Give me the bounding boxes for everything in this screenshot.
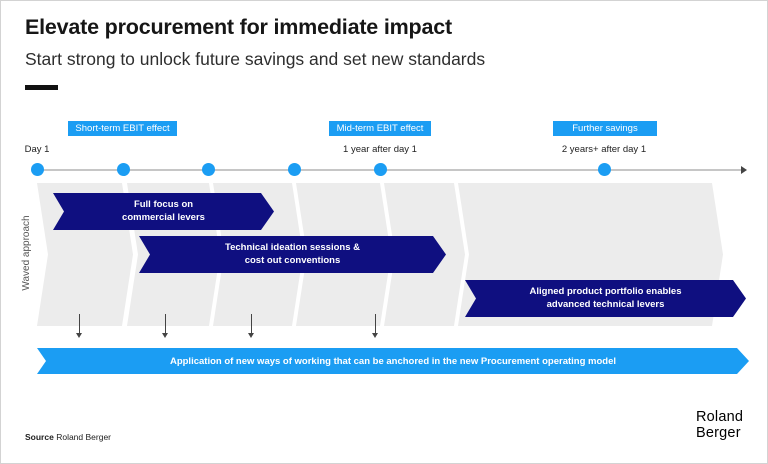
source-label: Source	[25, 432, 54, 442]
down-arrow-icon	[75, 314, 84, 339]
wave-banner-aligned-portfolio: Aligned product portfolio enables advanc…	[465, 280, 746, 317]
wave-banner-technical-ideation: Technical ideation sessions & cost out c…	[139, 236, 446, 273]
timeline-dot	[374, 163, 387, 176]
title-accent-bar	[25, 85, 58, 90]
source-value: Roland Berger	[56, 432, 112, 442]
source-note: Source Roland Berger	[25, 432, 111, 442]
phase-badge-further-savings: Further savings	[553, 121, 657, 136]
page-subtitle: Start strong to unlock future savings an…	[25, 49, 486, 69]
timeline-dot	[117, 163, 130, 176]
logo-line-2: Berger	[696, 424, 741, 441]
milestone-label-2-years: 2 years+ after day 1	[561, 144, 647, 155]
timeline-axis	[37, 169, 743, 171]
timeline-arrowhead-icon	[741, 166, 747, 174]
page-title: Elevate procurement for immediate impact	[25, 15, 452, 39]
down-arrow-icon	[371, 314, 380, 339]
timeline-dot	[202, 163, 215, 176]
roland-berger-logo: Roland Berger	[696, 409, 744, 442]
down-arrow-icon	[247, 314, 256, 339]
logo-line-1: Roland	[696, 409, 744, 425]
down-arrow-icon	[161, 314, 170, 339]
timeline-dot	[598, 163, 611, 176]
milestone-label-1-year: 1 year after day 1	[343, 144, 417, 155]
phase-badge-mid-term: Mid-term EBIT effect	[329, 121, 431, 136]
phase-badge-short-term: Short-term EBIT effect	[68, 121, 177, 136]
wave-banner-commercial-levers: Full focus on commercial levers	[53, 193, 274, 230]
foundation-banner: Application of new ways of working that …	[37, 348, 749, 374]
milestone-label-day1: Day 1	[24, 144, 50, 155]
waved-approach-axis-label: Waved approach	[21, 215, 32, 291]
timeline-dot	[288, 163, 301, 176]
timeline-dot	[31, 163, 44, 176]
